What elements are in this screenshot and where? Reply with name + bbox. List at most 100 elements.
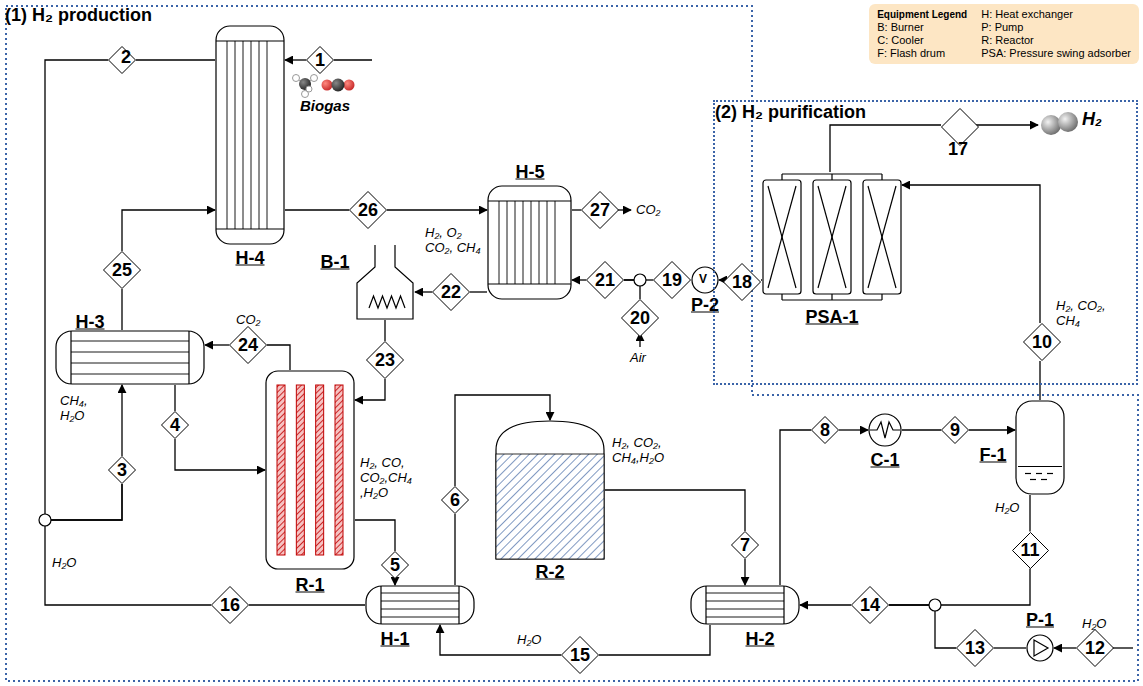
stream-diamond — [433, 274, 470, 311]
heat-exchanger: H-1 — [365, 585, 475, 625]
stream-number-text: 22 — [441, 286, 461, 299]
stream-diamond — [382, 552, 409, 579]
heat-exchanger-symbol — [56, 331, 204, 384]
stream-number-text: 8 — [820, 424, 830, 437]
stream-diamond — [812, 417, 839, 444]
feed-line — [334, 59, 372, 60]
region-outline — [6, 6, 1138, 681]
stream-number-text: 23 — [375, 354, 395, 367]
burner-symbol — [355, 245, 415, 320]
stream-number-text: 11 — [1020, 544, 1039, 557]
pressure-swing-adsorber-symbol — [763, 180, 801, 294]
heat-exchanger-symbol — [267, 41, 268, 229]
pressure-swing-adsorber: PSA-1 — [762, 172, 902, 302]
carbon-dioxide-icon — [344, 80, 355, 91]
stream-number-text: 13 — [965, 642, 985, 655]
stream-number-text: 9 — [950, 424, 960, 437]
stream-diamond — [942, 417, 969, 444]
stream-diamond — [587, 262, 624, 299]
stream-line — [249, 604, 365, 605]
pressure-swing-adsorber-symbol — [831, 174, 832, 180]
stream-number: 18 — [723, 263, 761, 301]
stream-line — [45, 60, 122, 520]
stream-line — [839, 429, 868, 430]
heat-exchanger-symbol — [691, 586, 799, 624]
heat-exchanger-symbol — [366, 586, 474, 624]
pressure-swing-adsorber-symbol — [868, 186, 896, 288]
heat-exchanger: H-5 — [487, 185, 572, 300]
stream-line — [830, 125, 941, 172]
stream-label: H₂O — [1082, 616, 1106, 631]
mixer — [634, 274, 646, 286]
equipment-label: H-1 — [380, 629, 409, 650]
stream-diamond — [732, 532, 759, 559]
stream-line — [45, 484, 211, 605]
heat-exchanger-symbol — [188, 331, 189, 384]
reactor: R-1 — [265, 370, 355, 570]
stream-line — [285, 209, 349, 210]
stream-line — [1039, 361, 1040, 400]
mixer — [39, 514, 51, 526]
heat-exchanger-symbol — [216, 40, 284, 41]
stream-diamond — [350, 192, 387, 229]
pressure-swing-adsorber-symbol — [818, 186, 846, 288]
stream-number-text: 2 — [121, 51, 131, 64]
stream-line — [454, 514, 455, 585]
flash-drum: F-1 — [1015, 400, 1065, 495]
stream-number: 8 — [811, 416, 839, 444]
stream-line — [122, 210, 215, 251]
stream-label: Biogas — [300, 98, 350, 113]
stream-label: H₂, CO₂, CH₄,H₂O — [612, 435, 700, 465]
reactor-symbol — [496, 421, 604, 559]
heat-exchanger-symbol — [215, 25, 285, 245]
stream-number: 26 — [349, 191, 387, 229]
cooler-symbol — [869, 414, 901, 446]
pressure-swing-adsorber-symbol — [782, 173, 882, 174]
heat-exchanger-symbol — [531, 201, 532, 284]
stream-line — [902, 429, 941, 430]
pump-symbol — [1027, 635, 1053, 661]
pressure-swing-adsorber-symbol — [818, 186, 846, 288]
stream-number: 15 — [561, 636, 599, 674]
flash-drum-symbol — [1015, 400, 1065, 495]
heat-exchanger-symbol — [71, 352, 189, 353]
flash-drum-symbol — [1030, 479, 1036, 480]
heat-exchanger-symbol — [71, 374, 189, 375]
heat-exchanger-symbol — [55, 330, 205, 385]
methane-icon — [293, 75, 318, 98]
pressure-swing-adsorber-symbol — [781, 294, 782, 300]
stream-diamond — [957, 630, 994, 667]
heat-exchanger-symbol — [706, 601, 784, 602]
legend-text: Equipment Legend — [877, 8, 967, 21]
stream-diamond — [212, 587, 249, 624]
stream-line — [285, 59, 306, 60]
heat-exchanger-symbol — [251, 41, 252, 229]
pressure-swing-adsorber-symbol — [881, 174, 882, 180]
stream-label: H₂O — [517, 632, 541, 647]
stream-line — [355, 520, 395, 551]
stream-line — [572, 279, 586, 280]
heat-exchanger-symbol — [515, 201, 516, 284]
stream-number: 4 — [161, 411, 189, 439]
stream-diamond — [307, 47, 334, 74]
stream-number: 12 — [1076, 629, 1114, 667]
stream-line — [384, 320, 385, 341]
reactor-symbol — [266, 371, 354, 569]
stream-number: 16 — [211, 586, 249, 624]
stream-line — [440, 625, 561, 655]
stream-number: 22 — [432, 273, 470, 311]
feed-line — [334, 60, 1133, 648]
legend-text: R: Reactor — [981, 34, 1131, 47]
stream-line — [355, 379, 385, 400]
pressure-swing-adsorber-symbol — [863, 180, 901, 294]
mixer — [929, 599, 941, 611]
equipment-label: B-1 — [320, 252, 349, 273]
stream-number-text: 16 — [220, 599, 240, 612]
stream-line — [174, 385, 175, 411]
pressure-swing-adsorber-symbol — [762, 172, 902, 302]
heat-exchanger-symbol — [539, 201, 540, 284]
stream-number-text: 27 — [590, 204, 610, 217]
stream-diamond — [1024, 324, 1061, 361]
equipment-label: R-2 — [535, 562, 564, 583]
reactor-symbol — [277, 385, 285, 555]
